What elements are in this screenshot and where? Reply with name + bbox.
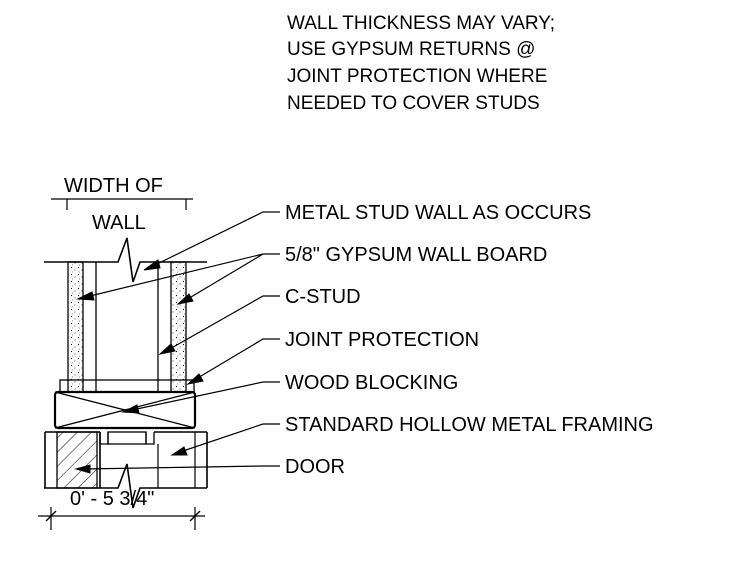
top-dimension: WIDTH OF WALL [51, 175, 193, 234]
leader-lines [74, 211, 280, 474]
overall-width-dimension: 0' - 5 3/4" [70, 488, 154, 510]
bottom-dimension: 0' - 5 3/4" [38, 488, 205, 530]
wall-assembly [44, 237, 208, 509]
callout-gypsum-board: 5/8" GYPSUM WALL BOARD [285, 244, 547, 266]
general-note: WALL THICKNESS MAY VARY; USE GYPSUM RETU… [287, 13, 555, 114]
note-line-4: NEEDED TO COVER STUDS [287, 93, 540, 114]
callout-wood-blocking: WOOD BLOCKING [285, 372, 458, 394]
gypsum-board-right [170, 261, 187, 393]
width-of-label: WIDTH OF [64, 175, 163, 197]
gypsum-board-left [67, 261, 84, 393]
callout-metal-stud-wall: METAL STUD WALL AS OCCURS [285, 202, 591, 224]
callout-joint-protection: JOINT PROTECTION [285, 329, 479, 351]
callout-c-stud: C-STUD [285, 286, 361, 308]
callouts: METAL STUD WALL AS OCCURS 5/8" GYPSUM WA… [285, 202, 654, 478]
note-line-1: WALL THICKNESS MAY VARY; [287, 13, 555, 34]
note-line-2: USE GYPSUM RETURNS @ [287, 39, 535, 60]
door-leaf [56, 431, 98, 489]
callout-door: DOOR [285, 456, 345, 478]
wall-label: WALL [92, 212, 146, 234]
note-line-3: JOINT PROTECTION WHERE [287, 66, 547, 87]
callout-hollow-metal-framing: STANDARD HOLLOW METAL FRAMING [285, 414, 654, 436]
